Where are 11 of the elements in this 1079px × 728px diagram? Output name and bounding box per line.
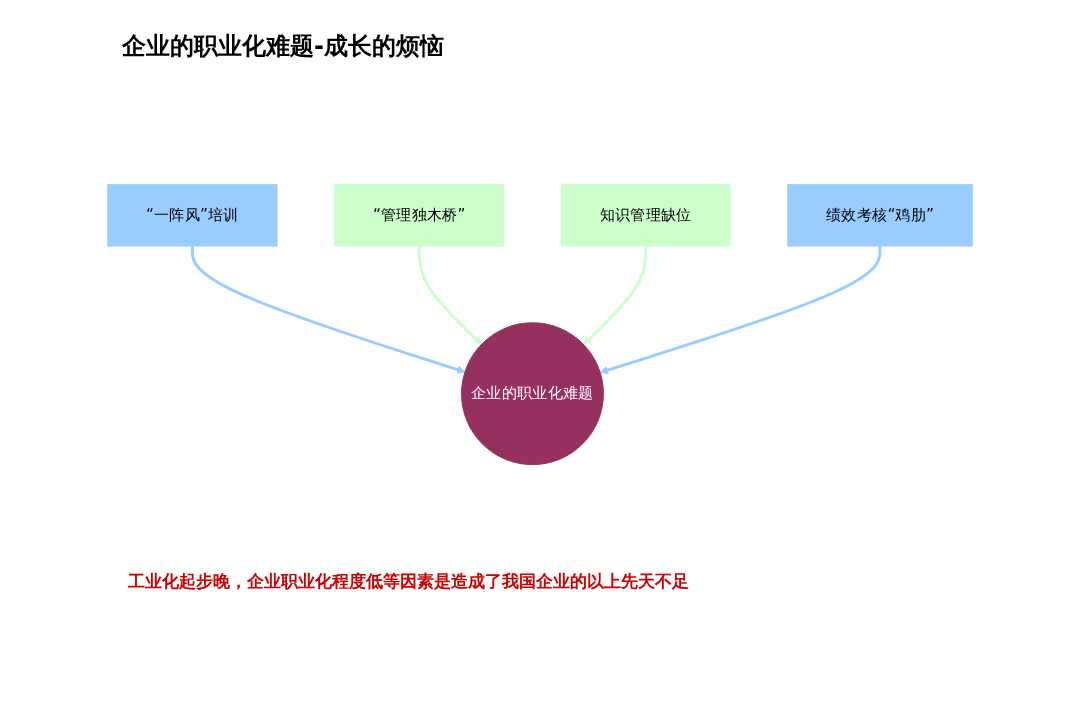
node-circle: 企业的职业化难题 xyxy=(461,322,604,466)
node-box: 绩效考核“鸡肋” xyxy=(787,184,973,247)
node-box: “管理独木桥” xyxy=(334,184,505,247)
arrow xyxy=(583,246,648,346)
arrow xyxy=(417,246,482,346)
arrow xyxy=(599,246,882,375)
node-box: “一阵风”培训 xyxy=(107,184,278,247)
arrow xyxy=(190,246,466,374)
title: 企业的职业化难题-成长的烦恼 xyxy=(122,31,444,62)
note: 工业化起步晚，企业职业化程度低等因素是造成了我国企业的以上先天不足 xyxy=(128,570,689,593)
node-box: 知识管理缺位 xyxy=(560,184,731,247)
